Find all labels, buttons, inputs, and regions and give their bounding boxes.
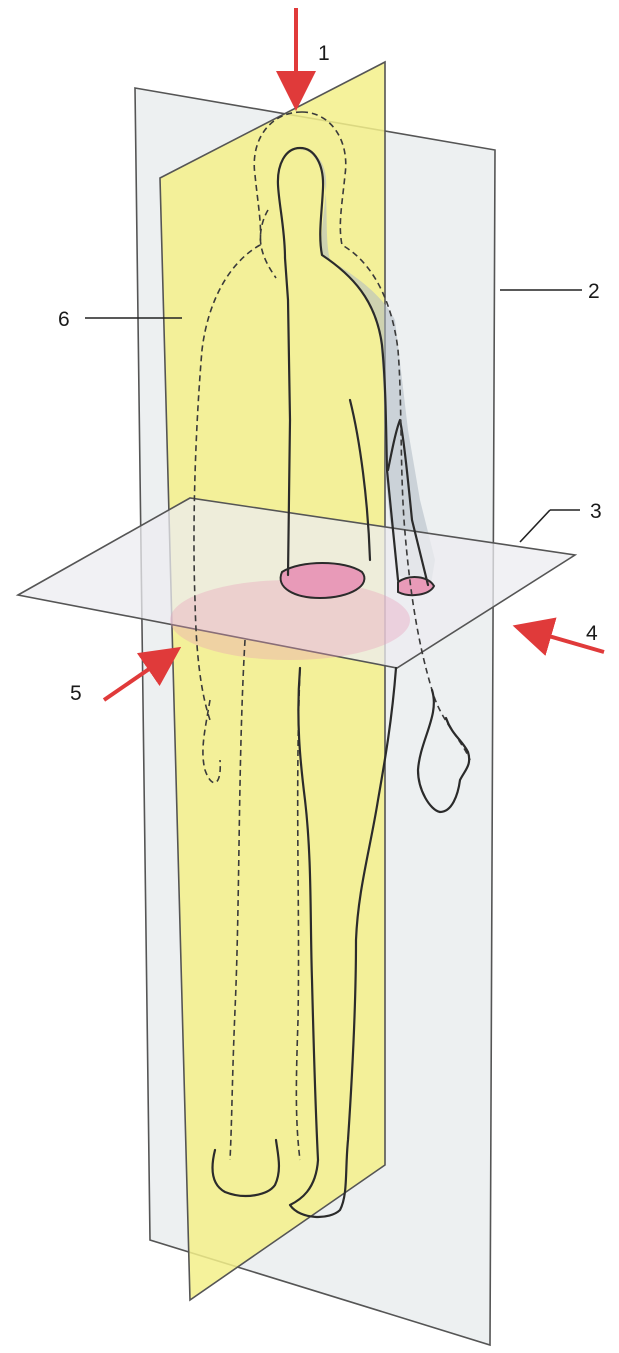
sagittal-plane [160, 62, 385, 1300]
label-5: 5 [70, 682, 82, 705]
label-6: 6 [58, 308, 70, 331]
label-2: 2 [588, 280, 600, 303]
label-4: 4 [586, 622, 598, 645]
arm-section [398, 577, 434, 595]
leader-3 [520, 510, 550, 542]
label-3: 3 [590, 500, 602, 523]
label-1: 1 [318, 42, 330, 65]
waist-section [281, 563, 365, 598]
